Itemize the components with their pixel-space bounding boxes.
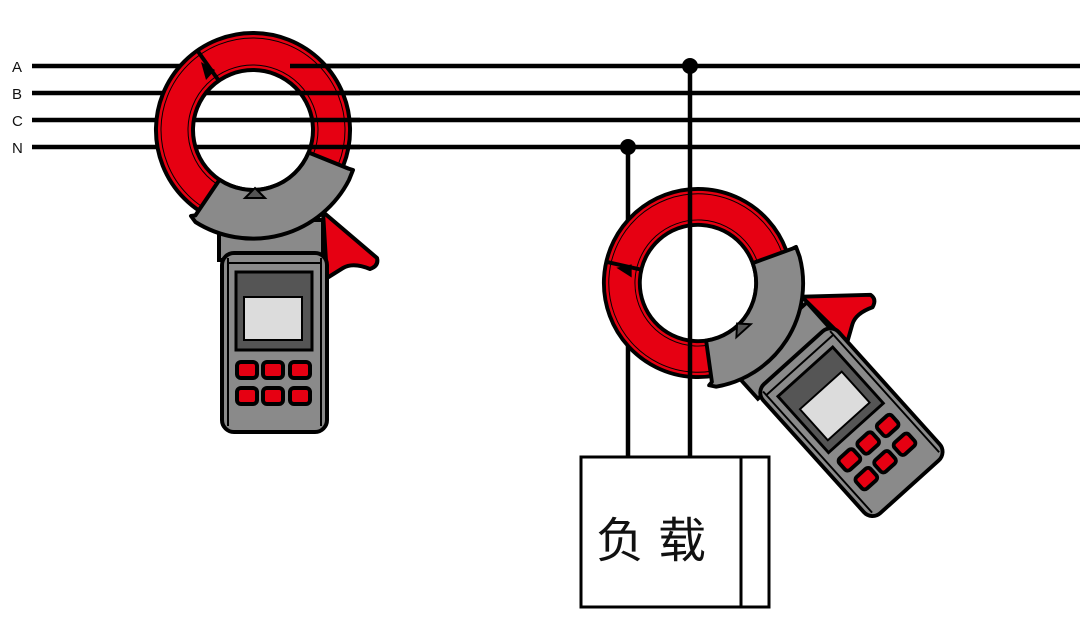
junction-dot-n bbox=[620, 139, 636, 155]
label-c: C bbox=[12, 113, 23, 130]
label-n: N bbox=[12, 140, 23, 157]
label-a: A bbox=[12, 59, 22, 76]
load-label: 负载 bbox=[596, 513, 720, 569]
junction-dot-a bbox=[682, 58, 698, 74]
load-box bbox=[579, 455, 771, 609]
lines-over-ring bbox=[290, 63, 360, 150]
label-b: B bbox=[12, 86, 22, 103]
